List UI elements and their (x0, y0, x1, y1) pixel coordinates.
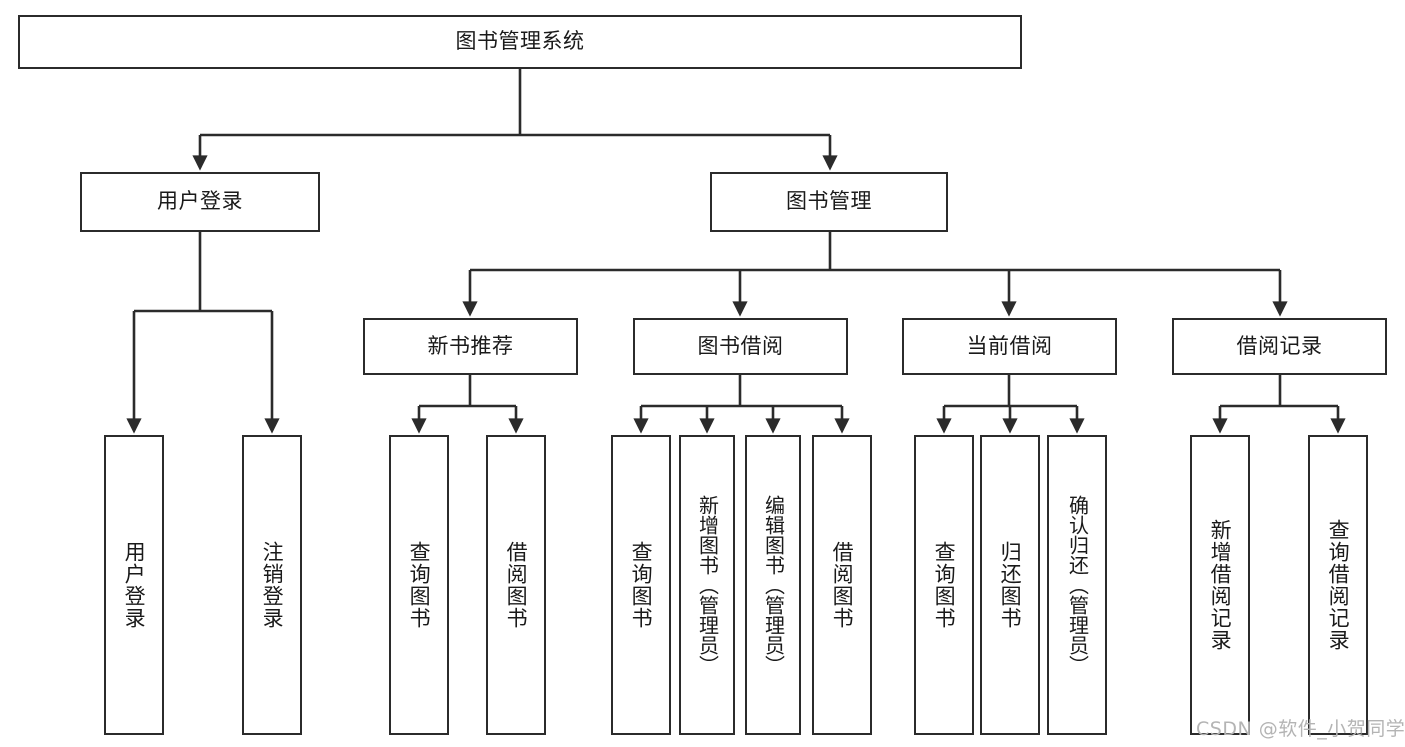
node-user-login[interactable]: 用户登录 (80, 172, 320, 232)
node-root[interactable]: 图书管理系统 (18, 15, 1022, 69)
node-book-management[interactable]: 图书管理 (710, 172, 948, 232)
leaf-query-book-newbook[interactable]: 查询图书 (389, 435, 449, 735)
leaf-borrow-book[interactable]: 借阅图书 (812, 435, 872, 735)
leaf-return-book[interactable]: 归还图书 (980, 435, 1040, 735)
node-new-book-recommend[interactable]: 新书推荐 (363, 318, 578, 375)
leaf-borrow-book-newbook[interactable]: 借阅图书 (486, 435, 546, 735)
leaf-add-book-admin[interactable]: 新增图书（管理员） (679, 435, 735, 735)
leaf-logout[interactable]: 注销登录 (242, 435, 302, 735)
node-book-borrow[interactable]: 图书借阅 (633, 318, 848, 375)
leaf-add-borrow-record[interactable]: 新增借阅记录 (1190, 435, 1250, 735)
node-current-borrow[interactable]: 当前借阅 (902, 318, 1117, 375)
leaf-query-book-borrow[interactable]: 查询图书 (611, 435, 671, 735)
leaf-user-login[interactable]: 用户登录 (104, 435, 164, 735)
leaf-query-book-current[interactable]: 查询图书 (914, 435, 974, 735)
node-borrow-record[interactable]: 借阅记录 (1172, 318, 1387, 375)
leaf-edit-book-admin[interactable]: 编辑图书（管理员） (745, 435, 801, 735)
csdn-watermark: CSDN @软件_小贺同学 (1196, 718, 1405, 740)
leaf-confirm-return-admin[interactable]: 确认归还（管理员） (1047, 435, 1107, 735)
leaf-query-borrow-record[interactable]: 查询借阅记录 (1308, 435, 1368, 735)
